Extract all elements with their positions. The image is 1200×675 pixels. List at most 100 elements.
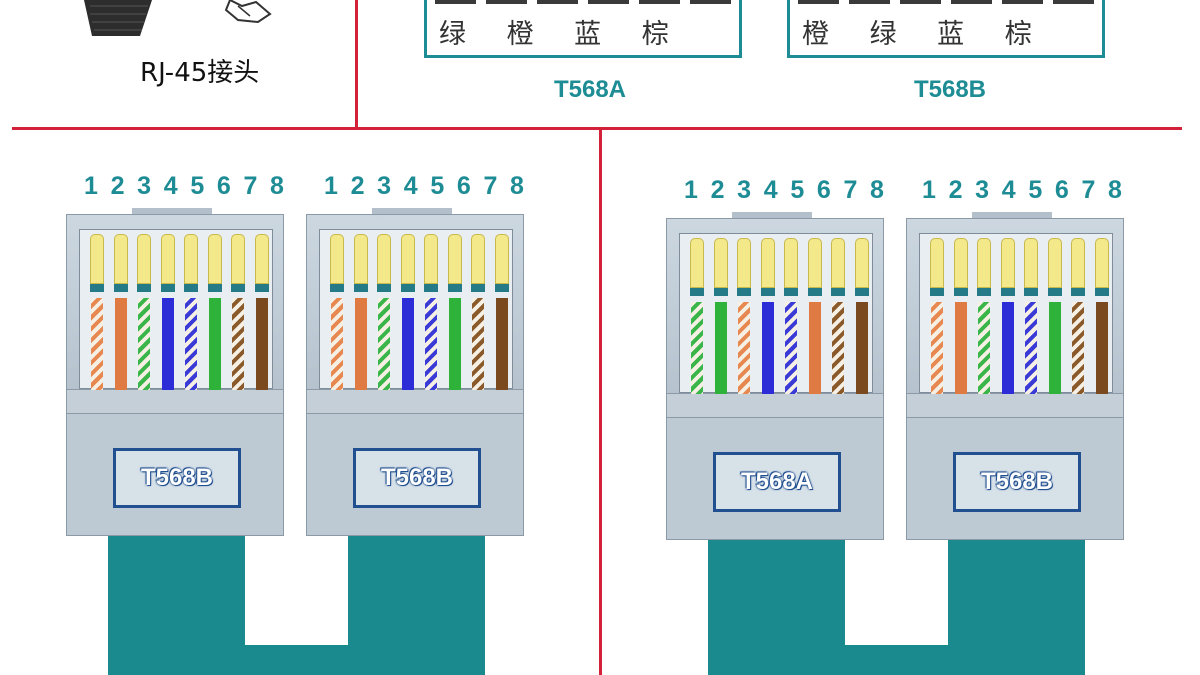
wire-contact bbox=[831, 238, 845, 288]
wire-band bbox=[113, 284, 128, 292]
pin-number: 3 bbox=[737, 176, 752, 204]
pin-number: 2 bbox=[110, 172, 125, 200]
wire-4 bbox=[760, 238, 775, 396]
divider-vertical-top bbox=[355, 0, 358, 130]
wire-band bbox=[207, 284, 222, 292]
cut-off-text-row bbox=[798, 0, 1094, 6]
divider-vertical-bottom bbox=[599, 127, 602, 675]
wire-band bbox=[353, 284, 368, 292]
pin-number: 8 bbox=[270, 172, 284, 200]
wire-window bbox=[79, 229, 273, 392]
t568b-title: T568B bbox=[913, 76, 987, 103]
connector-1: T568B bbox=[66, 208, 284, 536]
wire-1 bbox=[330, 234, 344, 392]
wire-3 bbox=[377, 234, 391, 392]
wire-insulation bbox=[378, 298, 390, 392]
wire-2 bbox=[953, 238, 968, 396]
wire-band bbox=[784, 288, 798, 296]
pin-number: 8 bbox=[1108, 176, 1122, 204]
pin-number: 1 bbox=[324, 172, 338, 200]
connector-3: T568A bbox=[666, 212, 884, 540]
wire-insulation bbox=[978, 302, 990, 396]
wire-contact bbox=[353, 234, 368, 284]
wire-contact bbox=[330, 234, 344, 284]
wire-4 bbox=[1000, 238, 1015, 396]
wire-insulation bbox=[208, 298, 221, 392]
wire-7 bbox=[1071, 238, 1085, 396]
wire-contact bbox=[231, 234, 245, 284]
plug-latch bbox=[306, 390, 524, 414]
wire-insulation bbox=[1072, 302, 1084, 396]
pin-number: 5 bbox=[1028, 176, 1043, 204]
rj45-connector-illustration bbox=[84, 0, 272, 36]
wire-3 bbox=[977, 238, 991, 396]
wire-contact bbox=[977, 238, 991, 288]
wire-band bbox=[160, 284, 175, 292]
pin-number: 4 bbox=[763, 176, 778, 204]
wire-contact bbox=[207, 234, 222, 284]
wire-band bbox=[1094, 288, 1109, 296]
wire-8 bbox=[494, 234, 509, 392]
wire-contact bbox=[90, 234, 104, 284]
wire-band bbox=[471, 284, 485, 292]
pin-number: 6 bbox=[456, 172, 471, 200]
wire-band bbox=[831, 288, 845, 296]
wire-contact bbox=[377, 234, 391, 284]
connector-label: T568A bbox=[713, 452, 841, 512]
connector-2: T568B bbox=[306, 208, 524, 536]
connector-label: T568B bbox=[353, 448, 481, 508]
plug-latch bbox=[906, 394, 1124, 418]
plug-lower: T568A bbox=[666, 418, 884, 540]
pin-number: 2 bbox=[350, 172, 365, 200]
pin-number: 6 bbox=[216, 172, 231, 200]
wire-contact bbox=[854, 238, 869, 288]
pin-number: 7 bbox=[1081, 176, 1096, 204]
plug-lower: T568B bbox=[906, 418, 1124, 540]
pin-number: 6 bbox=[816, 176, 831, 204]
plug-head bbox=[906, 218, 1124, 396]
wire-contact bbox=[137, 234, 151, 284]
wire-insulation bbox=[1048, 302, 1061, 396]
wire-insulation bbox=[808, 302, 821, 396]
wire-contact bbox=[424, 234, 438, 284]
wire-insulation bbox=[761, 302, 774, 396]
plug-head bbox=[666, 218, 884, 396]
wire-contact bbox=[930, 238, 944, 288]
wire-contact bbox=[1000, 238, 1015, 288]
connector-4: T568B bbox=[906, 212, 1124, 540]
wire-8 bbox=[1094, 238, 1109, 396]
wire-1 bbox=[690, 238, 704, 396]
wire-insulation bbox=[472, 298, 484, 392]
wire-6 bbox=[447, 234, 462, 392]
wire-insulation bbox=[832, 302, 844, 396]
wire-band bbox=[400, 284, 415, 292]
wire-contact bbox=[953, 238, 968, 288]
wire-insulation bbox=[954, 302, 967, 396]
pin-number: 8 bbox=[510, 172, 524, 200]
wire-8 bbox=[254, 234, 269, 392]
wire-band bbox=[953, 288, 968, 296]
wire-insulation bbox=[425, 298, 437, 392]
wire-7 bbox=[831, 238, 845, 396]
wire-8 bbox=[854, 238, 869, 396]
wire-band bbox=[690, 288, 704, 296]
wire-insulation bbox=[232, 298, 244, 392]
wire-5 bbox=[1024, 238, 1038, 396]
wire-6 bbox=[1047, 238, 1062, 396]
wire-contact bbox=[784, 238, 798, 288]
wire-band bbox=[330, 284, 344, 292]
pin-number: 7 bbox=[243, 172, 258, 200]
pin-number: 5 bbox=[790, 176, 805, 204]
wire-band bbox=[447, 284, 462, 292]
pin-number: 1 bbox=[684, 176, 698, 204]
wire-band bbox=[930, 288, 944, 296]
wire-window bbox=[679, 233, 873, 396]
wire-contact bbox=[471, 234, 485, 284]
wire-contact bbox=[713, 238, 728, 288]
wire-insulation bbox=[931, 302, 943, 396]
wire-band bbox=[807, 288, 822, 296]
